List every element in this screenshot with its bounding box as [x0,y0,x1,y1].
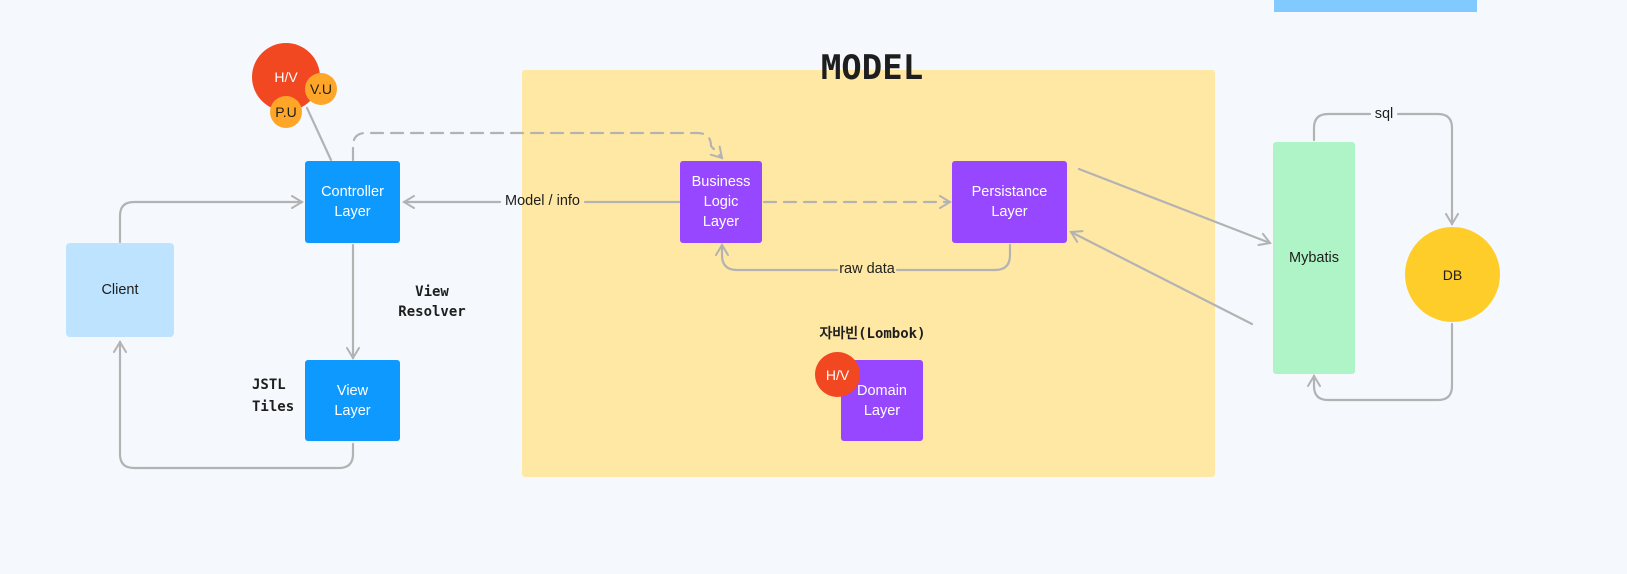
mybatis-to-persistance-connector [1069,230,1254,326]
client-to-controller-connector [118,195,304,244]
db-node[interactable]: DB [1405,227,1500,322]
model-info-label: Model / info [505,193,580,209]
top-bar [1274,0,1477,12]
jstl-tiles-label: JSTL Tiles [252,377,295,415]
controller-layer-node[interactable]: Controller Layer [305,161,400,243]
lombok-label: 자바빈(Lombok) [819,326,926,342]
badge-to-controller-line [305,106,333,162]
hv-badge-domain: H/V [815,352,860,397]
business-logic-layer-node[interactable]: Business Logic Layer [680,161,762,243]
persistance-to-business-right-segment [895,243,1012,272]
model-title: MODEL [820,48,924,88]
mybatis-to-db-left-segment [1312,112,1372,142]
mybatis-node[interactable]: Mybatis [1273,142,1355,374]
view-to-client-connector [113,340,355,470]
raw-data-label: raw data [839,261,895,277]
sql-label: sql [1374,106,1394,122]
mybatis-to-db-right-segment [1396,112,1459,226]
persistance-to-mybatis-connector [1077,167,1272,246]
client-node[interactable]: Client [66,243,174,337]
vu-badge: V.U [305,73,337,105]
view-layer-node[interactable]: View Layer [305,360,400,441]
persistance-layer-node[interactable]: Persistance Layer [952,161,1067,243]
db-to-mybatis-connector [1307,322,1454,402]
pu-badge: P.U [270,96,302,128]
controller-to-business-dashed-connector [351,131,724,162]
persistance-to-business-left-segment [715,243,839,272]
view-resolver-label: View Resolver [398,284,466,320]
